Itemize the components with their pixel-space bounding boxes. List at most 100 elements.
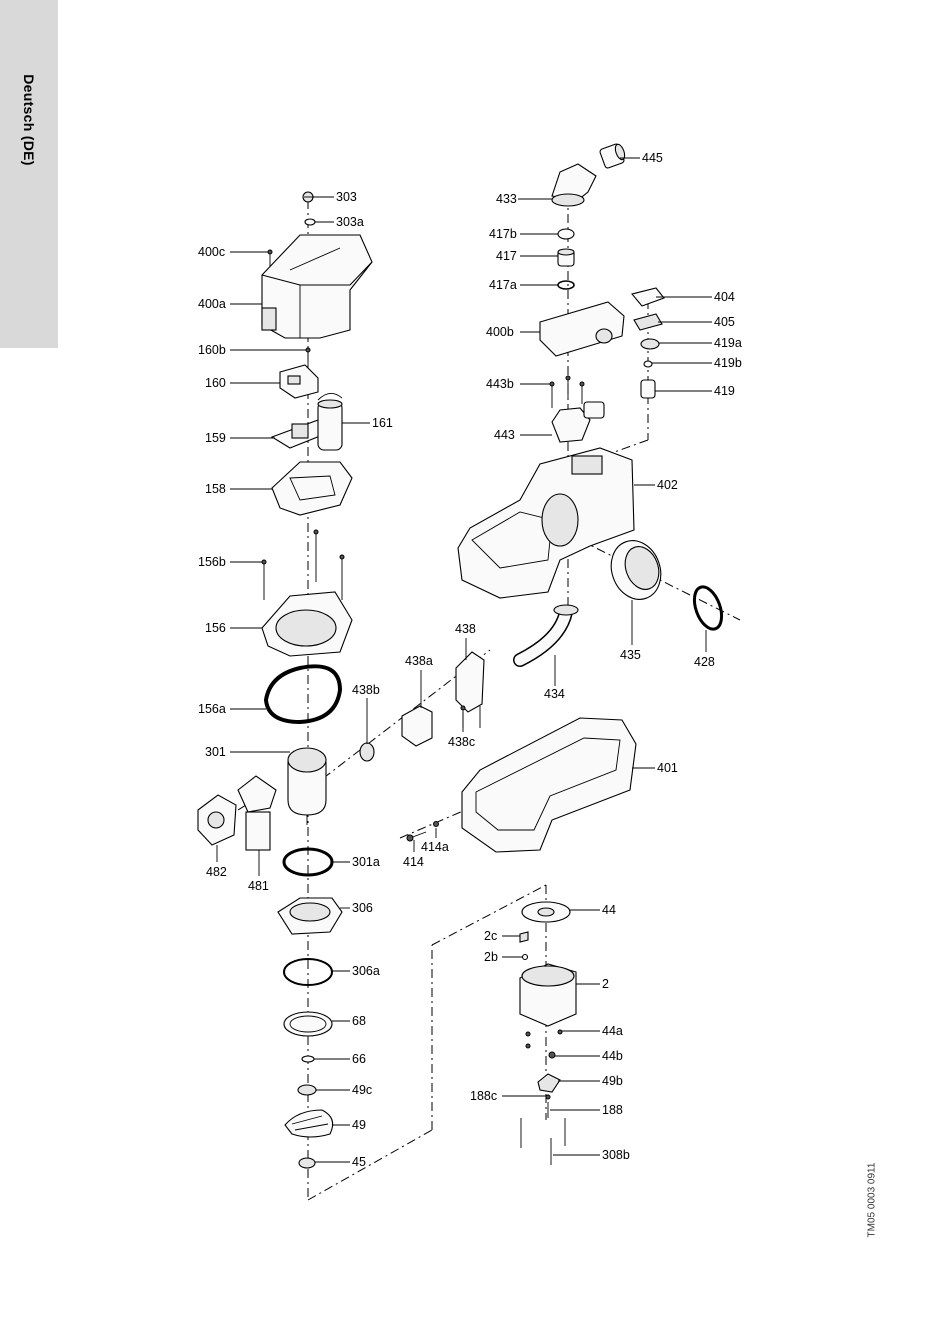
- label-400c: 400c: [198, 245, 225, 259]
- label-2c: 2c: [484, 929, 497, 943]
- label-402: 402: [657, 478, 678, 492]
- label-438c: 438c: [448, 735, 475, 749]
- label-434: 434: [544, 687, 565, 701]
- label-44: 44: [602, 903, 616, 917]
- label-303: 303: [336, 190, 357, 204]
- drawing-reference: TM05 0003 0911: [867, 1163, 878, 1238]
- part-434-hose: [520, 605, 578, 660]
- part-400b-cover: [540, 302, 624, 356]
- part-419-float: [641, 380, 655, 398]
- label-301a: 301a: [352, 855, 380, 869]
- part-419a-ring: [641, 339, 659, 349]
- label-306a: 306a: [352, 964, 380, 978]
- part-481-filter: [238, 776, 276, 850]
- label-417b: 417b: [489, 227, 517, 241]
- label-188c: 188c: [470, 1089, 497, 1103]
- label-44a: 44a: [602, 1024, 623, 1038]
- label-428: 428: [694, 655, 715, 669]
- part-44a-screws: [526, 1030, 562, 1048]
- label-419: 419: [714, 384, 735, 398]
- label-156a: 156a: [198, 702, 226, 716]
- part-68-seal-ring: [284, 1012, 332, 1036]
- part-401-base: [462, 718, 636, 852]
- label-438b: 438b: [352, 683, 380, 697]
- label-308b: 308b: [602, 1148, 630, 1162]
- part-445-nozzle: [599, 143, 626, 169]
- part-438b-ring: [360, 743, 374, 761]
- part-417b-cap: [558, 229, 574, 239]
- label-404: 404: [714, 290, 735, 304]
- part-301-motor: [288, 748, 326, 825]
- part-417-valve: [558, 249, 574, 266]
- label-158: 158: [205, 482, 226, 496]
- label-2b: 2b: [484, 950, 498, 964]
- label-445: 445: [642, 151, 663, 165]
- label-301: 301: [205, 745, 226, 759]
- label-160b: 160b: [198, 343, 226, 357]
- label-419a: 419a: [714, 336, 742, 350]
- part-44b-nut: [549, 1052, 555, 1058]
- part-44-plate: [522, 902, 570, 922]
- part-160-bracket: [280, 365, 318, 398]
- part-438-non-return-valve: [456, 652, 484, 728]
- part-482-impeller: [198, 795, 236, 845]
- part-156-motor-flange: [262, 592, 352, 656]
- label-435: 435: [620, 648, 641, 662]
- label-66: 66: [352, 1052, 366, 1066]
- label-417a: 417a: [489, 278, 517, 292]
- label-438a: 438a: [405, 654, 433, 668]
- label-306: 306: [352, 901, 373, 915]
- part-2c-clip: [520, 932, 528, 942]
- part-156a-oring: [266, 666, 340, 722]
- label-303a: 303a: [336, 215, 364, 229]
- part-443b-screws: [550, 376, 584, 408]
- label-45: 45: [352, 1155, 366, 1169]
- label-414: 414: [403, 855, 424, 869]
- label-433: 433: [496, 192, 517, 206]
- label-49: 49: [352, 1118, 366, 1132]
- part-303a-washer: [305, 219, 315, 225]
- part-435-sleeve: [603, 534, 669, 607]
- part-49-impeller: [285, 1110, 333, 1137]
- part-414a-nut: [434, 822, 439, 827]
- part-49c-ring: [298, 1085, 316, 1095]
- label-482: 482: [206, 865, 227, 879]
- part-428-clamp-ring: [689, 583, 727, 633]
- label-161: 161: [372, 416, 393, 430]
- part-308b-screws: [521, 1118, 565, 1165]
- part-443-valve-body: [552, 402, 604, 442]
- part-158-holder: [272, 462, 352, 515]
- label-417: 417: [496, 249, 517, 263]
- label-2: 2: [602, 977, 609, 991]
- part-303-screw: [303, 192, 313, 202]
- label-414a: 414a: [421, 840, 449, 854]
- label-49b: 49b: [602, 1074, 623, 1088]
- part-306-bearing-housing: [278, 898, 342, 934]
- part-402-tank: [458, 448, 634, 598]
- part-160b-screw: [306, 348, 310, 368]
- label-401: 401: [657, 761, 678, 775]
- part-417a-oring: [558, 281, 574, 289]
- label-156: 156: [205, 621, 226, 635]
- part-188c-clip: [546, 1095, 550, 1099]
- label-400b: 400b: [486, 325, 514, 339]
- part-161-capacitor: [318, 393, 342, 450]
- part-156b-screws: [262, 530, 344, 600]
- label-49c: 49c: [352, 1083, 372, 1097]
- part-45-nut: [299, 1158, 315, 1168]
- label-443b: 443b: [486, 377, 514, 391]
- label-443: 443: [494, 428, 515, 442]
- part-400a-cover: [262, 235, 372, 338]
- label-405: 405: [714, 315, 735, 329]
- label-159: 159: [205, 431, 226, 445]
- label-44b: 44b: [602, 1049, 623, 1063]
- part-2b-ball: [523, 955, 528, 960]
- part-433-elbow: [552, 164, 596, 206]
- label-419b: 419b: [714, 356, 742, 370]
- label-400a: 400a: [198, 297, 226, 311]
- part-66-washer: [302, 1056, 314, 1062]
- part-2-pump-housing: [520, 964, 576, 1026]
- label-188: 188: [602, 1103, 623, 1117]
- label-481: 481: [248, 879, 269, 893]
